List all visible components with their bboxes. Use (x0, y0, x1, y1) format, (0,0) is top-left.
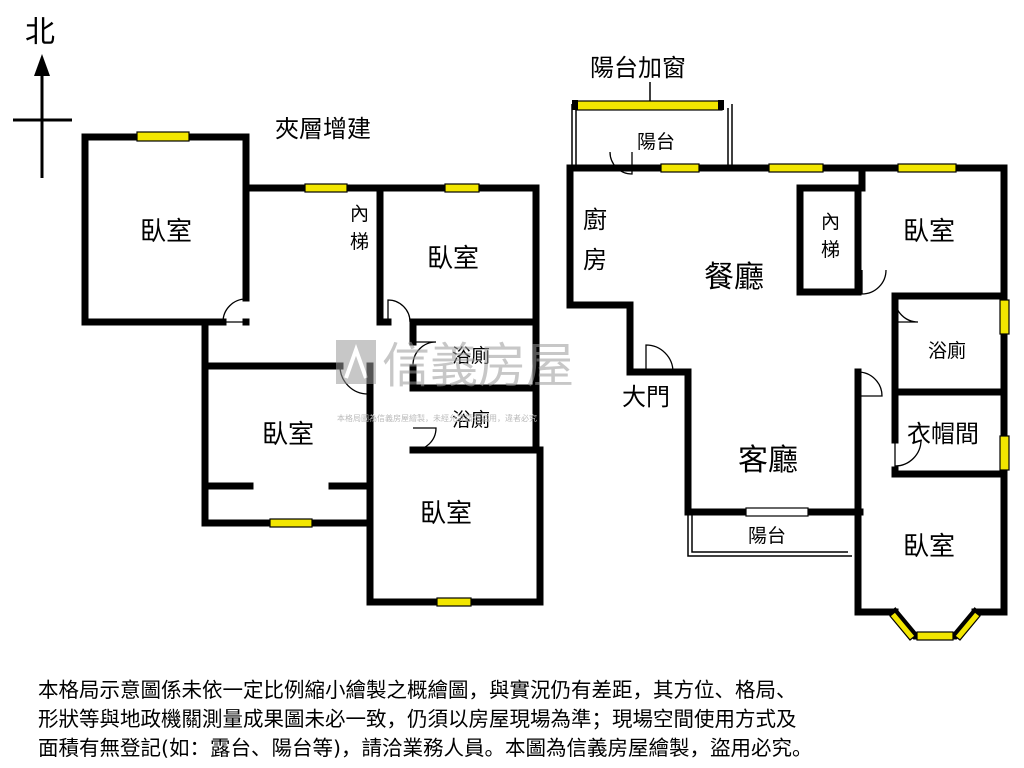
window-post (718, 100, 724, 110)
door-swing-icon (609, 151, 633, 175)
window (136, 131, 190, 142)
door-swing-icon (645, 344, 674, 373)
door-swing-icon (412, 427, 437, 451)
watermark-notice: 本格局圖為信義房屋繪製，未經允許請勿盜用，違者必究 (337, 414, 537, 423)
room-label-stair: 內 (821, 211, 840, 233)
north-arrow-head-icon (34, 54, 50, 76)
disclaimer: 本格局示意圖係未依一定比例縮小繪製之概繪圖，與實況仍有差距，其方位、格局、 形狀… (38, 676, 998, 763)
room-label-kitchen: 廚 (583, 206, 607, 234)
watermark-logo-text: 信義房屋 (382, 338, 574, 394)
room-label-bedroom: 臥室 (420, 499, 472, 529)
room-label-balcony: 陽台 (637, 131, 675, 153)
window (269, 518, 313, 528)
room-label-dining: 餐廳 (704, 260, 764, 295)
room-label-stair: 內 (350, 203, 369, 225)
door-swing-icon (894, 439, 922, 467)
room-label-entrance: 大門 (622, 383, 670, 411)
room-label-bedroom: 臥室 (427, 244, 479, 274)
room-label-stair: 梯 (821, 239, 840, 261)
window (768, 163, 824, 173)
compass: 北 (13, 15, 72, 178)
room-label-bathroom: 浴廁 (452, 344, 490, 367)
room-label-bedroom: 臥室 (262, 420, 314, 450)
room-label-bathroom: 浴廁 (452, 408, 490, 431)
window (304, 183, 348, 193)
window (954, 611, 981, 641)
disclaimer-line: 面積有無登記(如：露台、陽台等)，請洽業務人員。本圖為信義房屋繪製，盜用必究。 (38, 736, 813, 760)
room-label-kitchen: 房 (583, 246, 607, 274)
window (575, 100, 723, 111)
door-swing-icon (222, 298, 247, 323)
room-label-stair: 梯 (350, 231, 369, 253)
room-label-balcony: 陽台 (748, 525, 786, 547)
room-label-bathroom: 浴廁 (928, 339, 966, 362)
watermark-logo-mark (344, 344, 368, 379)
disclaimer-line: 形狀等與地政機關測量成果圖未必一致，仍須以房屋現場為準；現場空間使用方式及 (38, 707, 797, 731)
window (444, 183, 480, 193)
window (660, 163, 700, 173)
balcony-window-title: 陽台加窗 (590, 54, 686, 82)
sliding-door (745, 507, 809, 517)
room-label-bedroom: 臥室 (903, 217, 955, 247)
door-swing-icon (857, 371, 883, 397)
mezzanine-plan: 夾層增建 臥室 內 梯 臥室 浴廁 浴廁 臥室 臥室 (81, 115, 544, 607)
room-label-cloakroom: 衣帽間 (907, 420, 979, 448)
room-label-bedroom: 臥室 (903, 532, 955, 562)
door-swing-icon (861, 269, 887, 295)
room-label-living: 客廳 (738, 443, 798, 478)
window (889, 611, 916, 641)
north-label: 北 (25, 15, 55, 50)
door-swing-icon (412, 341, 437, 366)
window-post (572, 100, 578, 110)
room-label-bedroom: 臥室 (140, 217, 192, 247)
window (999, 435, 1010, 471)
mezzanine-title: 夾層增建 (275, 115, 371, 143)
disclaimer-line: 本格局示意圖係未依一定比例縮小繪製之概繪圖，與實況仍有差距，其方位、格局、 (38, 678, 797, 702)
door-swing-icon (387, 299, 411, 323)
window (916, 631, 954, 641)
window (436, 597, 472, 607)
balcony-rail (571, 104, 733, 168)
door-swing-icon (894, 298, 919, 323)
balcony-rail (687, 512, 852, 557)
watermark: 信義房屋 (336, 338, 574, 394)
window (999, 299, 1010, 335)
main-floor-plan: 陽台加窗 陽台 廚 房 餐廳 內 梯 (566, 54, 1010, 641)
window (897, 163, 957, 173)
